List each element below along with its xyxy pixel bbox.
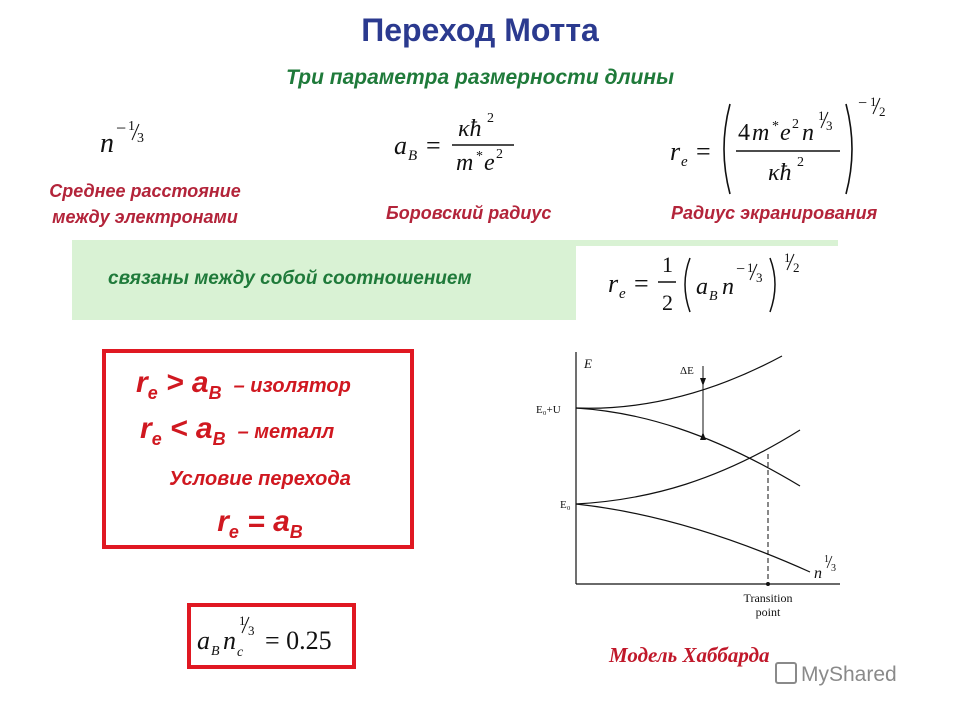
transition-label-2: point	[756, 605, 781, 619]
svg-text:n: n	[722, 274, 734, 300]
lower-level-label: E₀	[560, 499, 571, 511]
svg-text:r: r	[670, 137, 681, 166]
svg-text:κħ: κħ	[458, 116, 482, 142]
svg-text:−: −	[736, 261, 745, 278]
upper-band-top	[575, 355, 783, 409]
insulator-formula: re > aB	[136, 366, 222, 403]
svg-text:B: B	[211, 644, 220, 659]
svg-text:c: c	[237, 645, 244, 660]
svg-text:m: m	[752, 120, 769, 146]
svg-text:n: n	[223, 626, 236, 655]
conditions-box	[102, 349, 414, 549]
svg-text:r: r	[608, 269, 619, 298]
svg-text:1: 1	[239, 613, 246, 628]
watermark-text: MyShared	[801, 663, 897, 686]
upper-level-label: E₀+U	[536, 404, 561, 416]
svg-text:=: =	[634, 269, 649, 298]
label-mean-distance-line2: между электронами	[52, 207, 238, 227]
svg-text:*: *	[476, 149, 483, 164]
hubbard-diagram: E n 1 3 E₀+U E₀ ΔE Transition point	[536, 352, 840, 619]
svg-text:2: 2	[797, 155, 804, 170]
page-title: Переход Мотта	[361, 12, 599, 48]
transition-formula: re = aB	[217, 505, 303, 542]
svg-text:1: 1	[747, 260, 754, 275]
formula-screening-radius: r e = 4 m * e 2 n 1 3 κħ 2 − 1 2	[670, 94, 886, 195]
svg-text:a: a	[197, 626, 210, 655]
criterion-box	[187, 603, 356, 669]
svg-text:B: B	[408, 148, 417, 164]
lower-band-top	[575, 429, 801, 505]
svg-text:2: 2	[662, 290, 673, 315]
svg-text:1: 1	[824, 554, 829, 565]
relation-text: связаны между собой соотношением	[108, 268, 472, 289]
gap-label: ΔE	[680, 365, 694, 377]
criterion-value: = 0.25	[265, 626, 332, 655]
condition-insulator: re > aB – изолятор	[136, 366, 406, 406]
svg-text:*: *	[772, 119, 779, 134]
label-bohr-radius: Боровский радиус	[386, 203, 552, 223]
svg-text:κħ: κħ	[768, 160, 792, 186]
svg-text:−: −	[116, 118, 126, 138]
svg-text:1: 1	[870, 94, 877, 109]
watermark: MyShared	[775, 662, 897, 687]
metal-label: – металл	[237, 421, 335, 443]
label-screening-radius: Радиус экранирования	[671, 203, 878, 223]
condition-metal: re < aB – металл	[140, 412, 410, 452]
formula-relation: r e = 1 2 a B n − 1 3 1 2	[608, 250, 800, 315]
y-axis-label: E	[583, 356, 592, 371]
svg-text:2: 2	[879, 104, 886, 119]
svg-text:e: e	[780, 120, 791, 146]
svg-text:=: =	[696, 137, 711, 166]
label-mean-distance: Среднее расстояние между электронами	[34, 178, 256, 230]
svg-text:1: 1	[784, 250, 791, 265]
svg-text:n: n	[100, 128, 114, 159]
x-axis-label: n	[814, 565, 822, 582]
svg-text:3: 3	[826, 118, 833, 133]
svg-text:a: a	[394, 131, 407, 160]
formula-n-power: n − 1 3	[100, 118, 144, 159]
svg-text:=: =	[426, 131, 441, 160]
metal-formula: re < aB	[140, 412, 226, 449]
hubbard-model-label: Модель Хаббарда	[609, 643, 770, 667]
svg-text:B: B	[709, 289, 718, 304]
watermark-icon	[775, 662, 797, 684]
svg-text:−: −	[858, 95, 867, 112]
svg-text:4: 4	[738, 120, 750, 146]
transition-label-1: Transition	[744, 591, 793, 605]
upper-band-bottom	[575, 407, 801, 487]
svg-text:1: 1	[662, 252, 673, 277]
svg-text:2: 2	[487, 111, 494, 126]
svg-text:3: 3	[137, 131, 144, 146]
svg-text:n: n	[802, 120, 814, 146]
svg-text:e: e	[484, 150, 495, 176]
transition-heading: Условие перехода	[169, 468, 351, 490]
formula-bohr-radius: a B = κħ 2 m * e 2	[394, 111, 514, 176]
svg-text:2: 2	[496, 147, 503, 162]
svg-text:1: 1	[818, 108, 825, 123]
svg-text:e: e	[681, 154, 688, 170]
svg-text:1: 1	[128, 119, 135, 134]
svg-text:e: e	[619, 286, 626, 302]
formula-criterion: a B n c 1 3 = 0.25	[197, 613, 332, 660]
label-mean-distance-line1: Среднее расстояние	[49, 181, 241, 201]
lower-band-bottom	[575, 503, 811, 573]
page-subtitle: Три параметра размерности длины	[285, 66, 675, 89]
svg-text:3: 3	[831, 563, 836, 574]
svg-text:3: 3	[248, 623, 255, 638]
svg-text:2: 2	[793, 260, 800, 275]
svg-text:3: 3	[756, 270, 763, 285]
insulator-label: – изолятор	[233, 375, 351, 397]
svg-text:2: 2	[792, 117, 799, 132]
svg-text:m: m	[456, 150, 473, 176]
svg-text:a: a	[696, 274, 708, 300]
relation-formula-background	[576, 246, 838, 320]
